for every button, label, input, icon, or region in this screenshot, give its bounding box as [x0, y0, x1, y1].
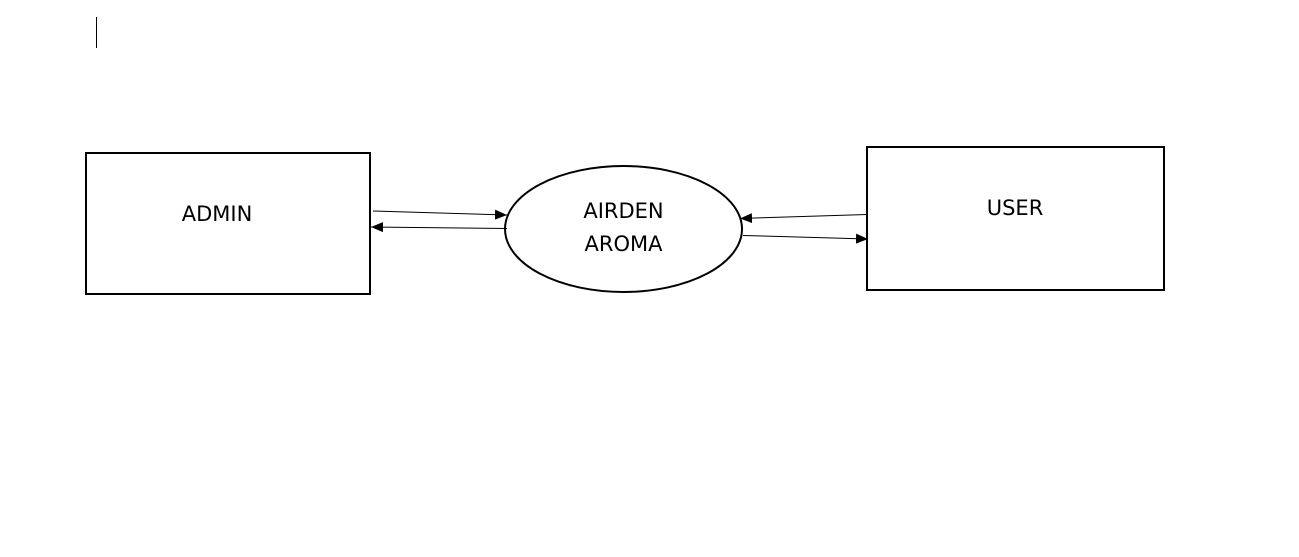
arrow-user-to-process — [739, 213, 868, 224]
arrow-process-to-admin — [370, 222, 508, 233]
user-box — [866, 146, 1165, 291]
arrow-admin-to-process — [372, 209, 508, 220]
process-ellipse — [504, 165, 743, 293]
user-label: USER — [987, 196, 1044, 220]
admin-box — [85, 152, 371, 295]
admin-label: ADMIN — [182, 202, 253, 226]
arrow-process-to-user — [742, 233, 869, 244]
process-node: AIRDEN AROMA — [504, 165, 743, 293]
process-label-line1: AIRDEN — [583, 199, 663, 223]
process-label-line2: AROMA — [585, 232, 664, 256]
user-entity: USER — [866, 146, 1165, 291]
admin-entity: ADMIN — [85, 152, 371, 295]
